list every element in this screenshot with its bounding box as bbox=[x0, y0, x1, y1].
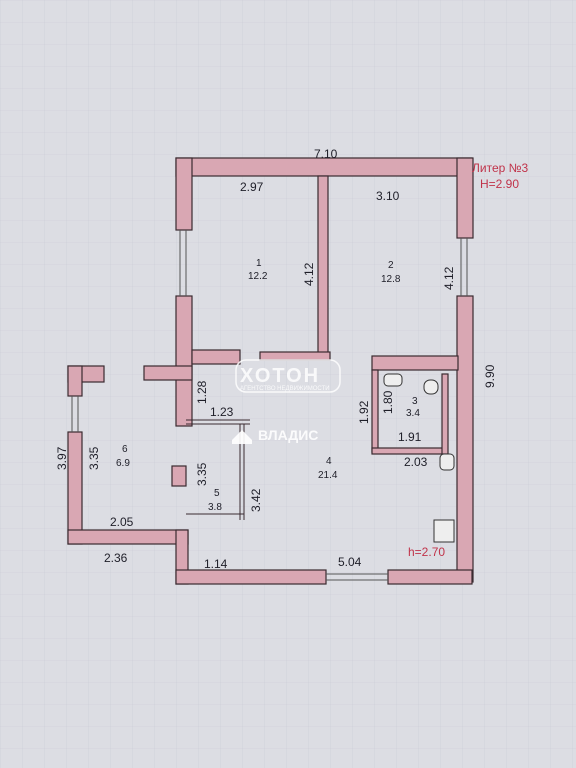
sink-fixture bbox=[423, 379, 439, 395]
room-6-number: 6 bbox=[122, 444, 128, 455]
wall-left-lower bbox=[171, 465, 187, 487]
windows bbox=[71, 230, 468, 581]
dim-room2-height: 4.12 bbox=[442, 266, 456, 290]
room-5-number: 5 bbox=[214, 488, 220, 499]
dim-kitchen-width: 2.03 bbox=[404, 455, 428, 469]
room-3-area: 3.4 bbox=[406, 408, 420, 419]
room-5-area: 3.8 bbox=[208, 502, 222, 513]
watermark-hoton: ХОТОН АГЕНТСТВО НЕДВИЖИМОСТИ bbox=[235, 359, 341, 393]
room-1-area: 12.2 bbox=[248, 271, 268, 282]
wall-mid-right bbox=[371, 355, 459, 371]
room-6-area: 6.9 bbox=[116, 458, 130, 469]
dim-wc-gap: 1.92 bbox=[357, 400, 371, 424]
dim-room1-height: 4.12 bbox=[302, 262, 316, 286]
wall-room6-bottom bbox=[67, 529, 189, 545]
dim-room5-width: 1.14 bbox=[204, 557, 228, 571]
dim-room5-height-a: 3.35 bbox=[195, 462, 209, 486]
wall-room6-left-lower bbox=[67, 431, 83, 545]
wall-bottom-right bbox=[387, 569, 473, 585]
room-4-area: 21.4 bbox=[318, 470, 338, 481]
dim-top-total: 7.10 bbox=[314, 147, 338, 161]
room-2-area: 12.8 bbox=[381, 274, 401, 285]
dim-bath-height: 1.80 bbox=[381, 390, 395, 414]
wall-hall-stub bbox=[143, 365, 193, 381]
dim-left-bottom: 2.36 bbox=[104, 551, 128, 565]
house-icon bbox=[232, 430, 252, 444]
dim-room6-width: 2.05 bbox=[110, 515, 134, 529]
watermark-hoton-sub: АГЕНТСТВО НЕДВИЖИМОСТИ bbox=[240, 386, 330, 392]
walls bbox=[67, 157, 474, 585]
dim-right-total: 9.90 bbox=[483, 364, 497, 388]
dim-room1-width: 2.97 bbox=[240, 180, 264, 194]
wall-mid-center bbox=[259, 351, 331, 361]
room-2-number: 2 bbox=[388, 260, 394, 271]
watermark-hoton-frame bbox=[235, 359, 341, 393]
liter-title: Литер №3 bbox=[472, 161, 528, 175]
watermark-vladis-text: ВЛАДИС bbox=[258, 427, 318, 443]
wall-mid-left bbox=[191, 349, 241, 365]
dim-bottom-total: 5.04 bbox=[338, 555, 362, 569]
fixtures bbox=[383, 373, 455, 543]
partition-1-2 bbox=[317, 175, 329, 357]
dim-room2-width: 3.10 bbox=[376, 189, 400, 203]
wall-bottom-left bbox=[175, 569, 327, 585]
dim-kitchen-height: h=2.70 bbox=[408, 545, 445, 559]
dim-room5-height-b: 3.42 bbox=[249, 488, 263, 512]
watermark-hoton-brand: ХОТОН bbox=[240, 365, 320, 387]
room-3-number: 3 bbox=[412, 396, 418, 407]
wall-bath-right bbox=[441, 373, 449, 455]
dim-room6-height-outer: 3.97 bbox=[55, 446, 69, 470]
liter-height: H=2.90 bbox=[480, 177, 519, 191]
stove-fixture bbox=[433, 519, 455, 543]
kitchen-sink-fixture bbox=[439, 453, 455, 471]
wall-room6-left-upper bbox=[67, 365, 83, 397]
dim-bath-width: 1.91 bbox=[398, 430, 422, 444]
room-1-number: 1 bbox=[256, 258, 262, 269]
watermark-vladis: ВЛАДИС bbox=[232, 427, 318, 444]
wall-right-lower bbox=[456, 295, 474, 583]
dim-hall-height: 1.28 bbox=[195, 380, 209, 404]
wc-fixture bbox=[383, 373, 403, 387]
wall-left-mid bbox=[175, 295, 193, 427]
dim-hall-width: 1.23 bbox=[210, 405, 234, 419]
wall-bath-bottom bbox=[371, 447, 445, 455]
dim-room6-height-inner: 3.35 bbox=[87, 446, 101, 470]
wall-right-upper bbox=[456, 157, 474, 239]
wall-bath-left bbox=[371, 369, 379, 453]
wall-left-upper bbox=[175, 157, 193, 231]
room-4-number: 4 bbox=[326, 456, 332, 467]
